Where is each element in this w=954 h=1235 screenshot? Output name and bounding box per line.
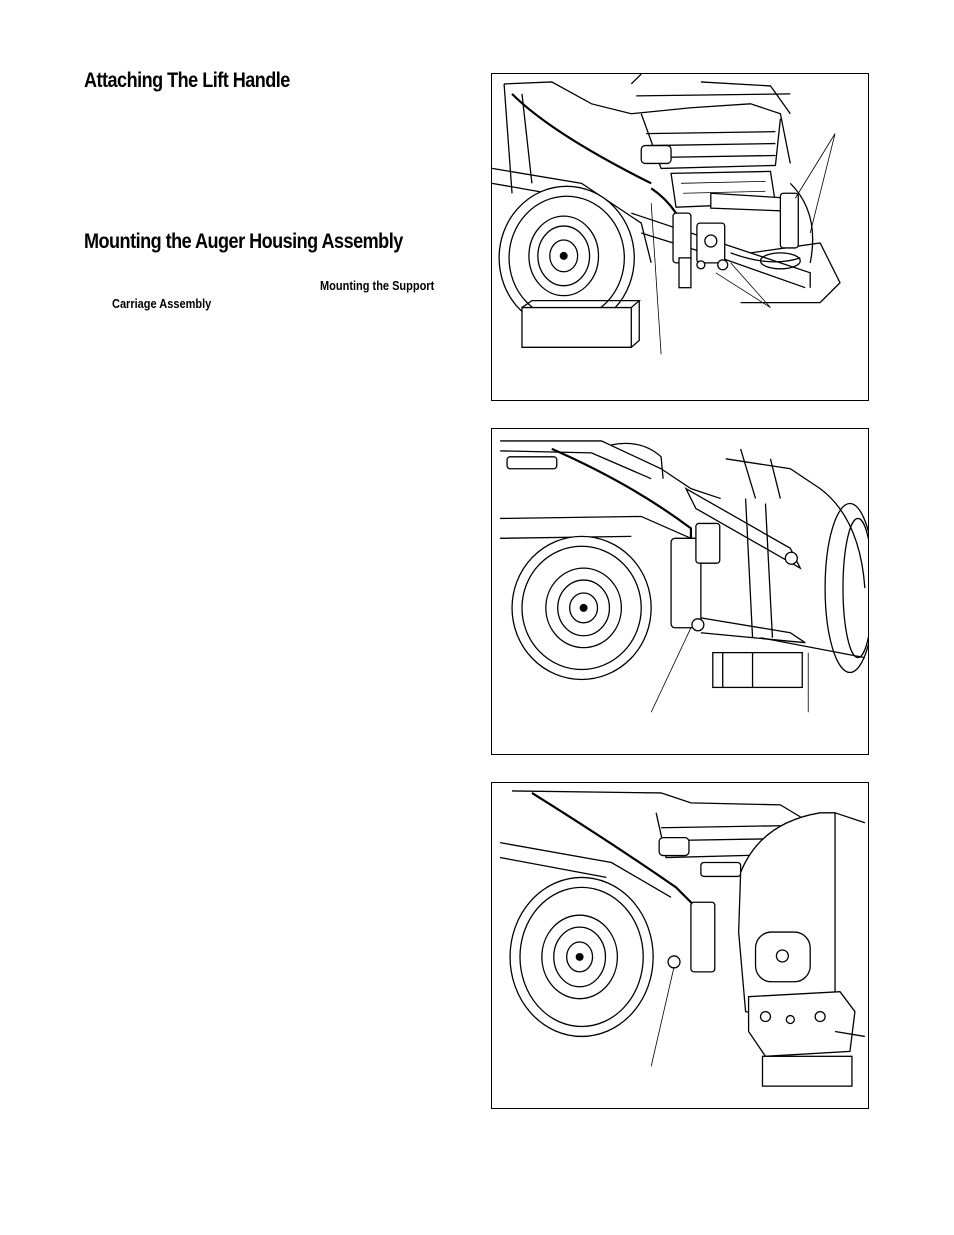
front-wheel [511, 535, 652, 681]
tractor-hood [499, 790, 811, 952]
support-block [521, 299, 641, 348]
tractor-body [500, 440, 721, 589]
section-heading-lift-handle: Attaching The Lift Handle [84, 69, 290, 92]
pivot-arm [710, 192, 801, 270]
figure-auger-alignment [491, 428, 869, 755]
auger-mounted-illustration [499, 790, 866, 1087]
auger-alignment-illustration [500, 440, 868, 713]
figure-lift-handle [491, 73, 869, 401]
cross-reference-text-continued: Carriage Assembly [112, 297, 212, 311]
callout-leaders [650, 133, 836, 355]
lift-arm [670, 487, 806, 644]
callout-leaders [650, 627, 809, 713]
auger-housing [725, 448, 868, 674]
lift-handle-bracket [667, 861, 742, 973]
section-heading-auger-housing: Mounting the Auger Housing Assembly [84, 230, 403, 253]
tractor-hood [503, 74, 791, 208]
lift-handle-bracket [511, 93, 729, 289]
auger-side-plate [737, 812, 866, 1087]
lift-handle-illustration [492, 74, 841, 355]
callout-leaders [650, 966, 675, 1067]
support-block [712, 651, 803, 689]
front-wheel [509, 876, 654, 1038]
figure-auger-mounted [491, 782, 869, 1109]
cross-reference-text: Mounting the Support [320, 279, 435, 293]
